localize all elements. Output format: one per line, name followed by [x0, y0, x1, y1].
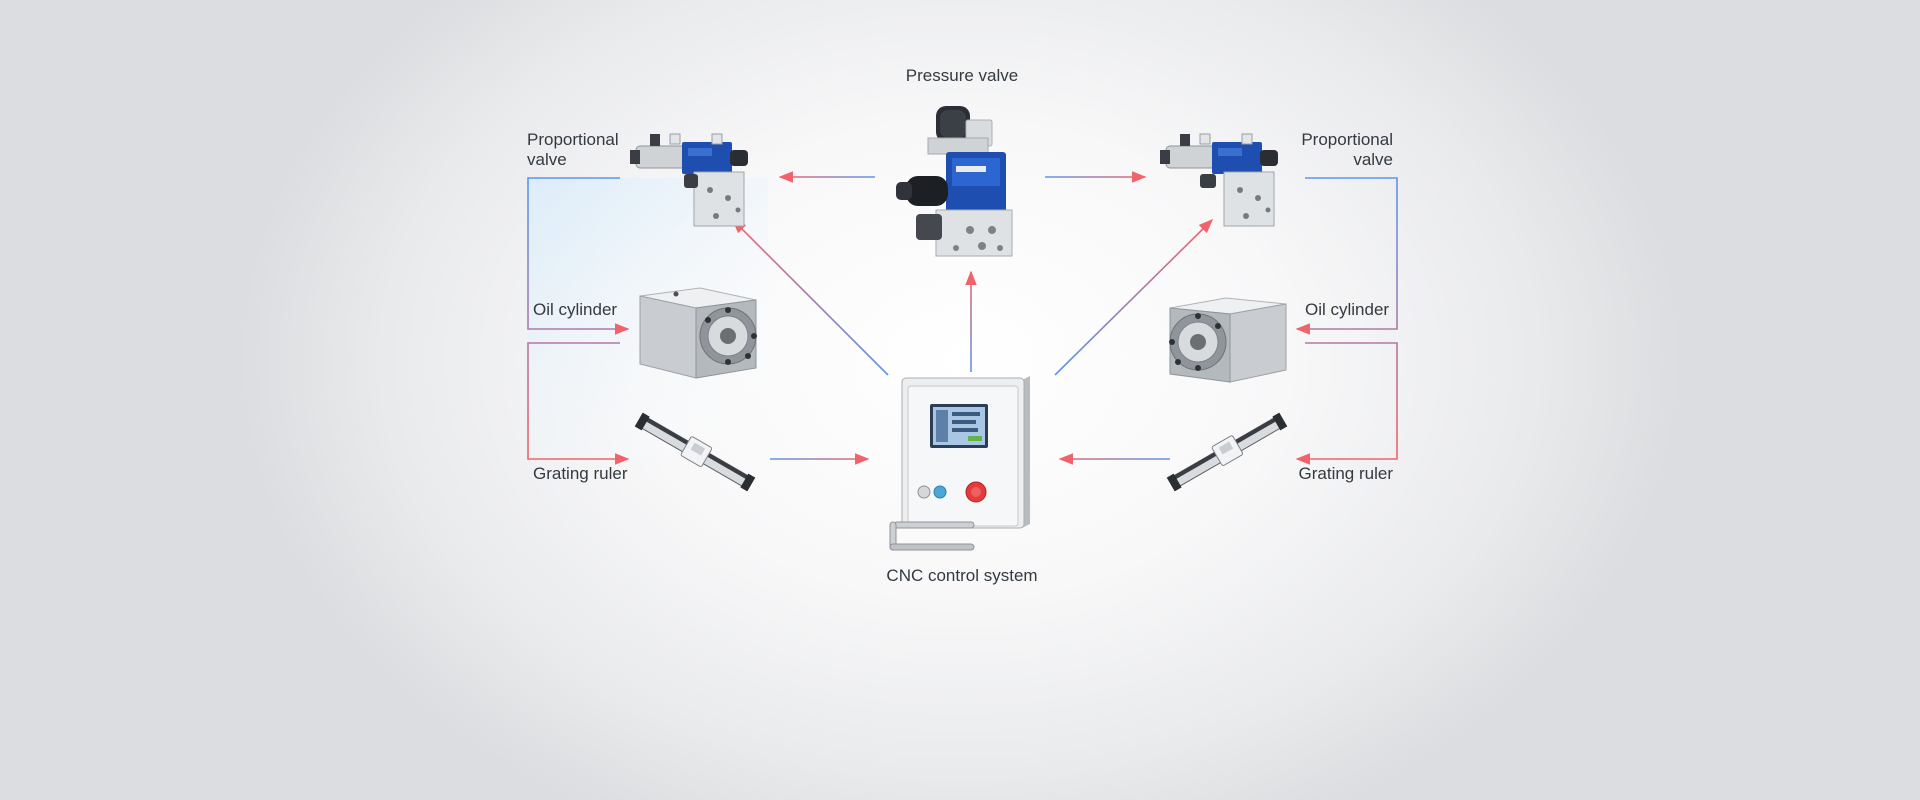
grating-ruler-left-icon — [630, 412, 760, 492]
grating-ruler-right-icon — [1162, 412, 1292, 492]
edge-cnc-to-proportional-valve-left — [731, 218, 889, 376]
edge-cylinder-left-to-grating — [527, 342, 630, 465]
edge-cylinder-right-to-grating — [1295, 342, 1398, 465]
edge-proportional-left-to-cylinder — [527, 177, 630, 335]
label-oil-cylinder-right: Oil cylinder — [1305, 300, 1390, 319]
edge-proportional-right-to-cylinder — [1295, 177, 1398, 335]
label-proportional-valve-right: Proportional valve — [1301, 130, 1393, 169]
proportional-valve-left-icon — [630, 128, 766, 228]
label-oil-cylinder-left: Oil cylinder — [533, 300, 618, 319]
label-pressure-valve: Pressure valve — [905, 66, 1019, 85]
edge-cnc-to-proportional-valve-right — [1054, 218, 1214, 376]
label-grating-ruler-left: Grating ruler — [533, 464, 628, 483]
label-cnc-control-system: CNC control system — [886, 566, 1038, 585]
oil-cylinder-left-icon — [636, 284, 766, 380]
label-grating-ruler-right: Grating ruler — [1298, 464, 1393, 483]
pressure-valve-icon — [896, 102, 1026, 260]
proportional-valve-right-icon — [1160, 128, 1296, 228]
cnc-control-panel-icon — [884, 374, 1034, 554]
label-proportional-valve-left: Proportional valve — [527, 130, 619, 169]
oil-cylinder-right-icon — [1160, 290, 1290, 386]
